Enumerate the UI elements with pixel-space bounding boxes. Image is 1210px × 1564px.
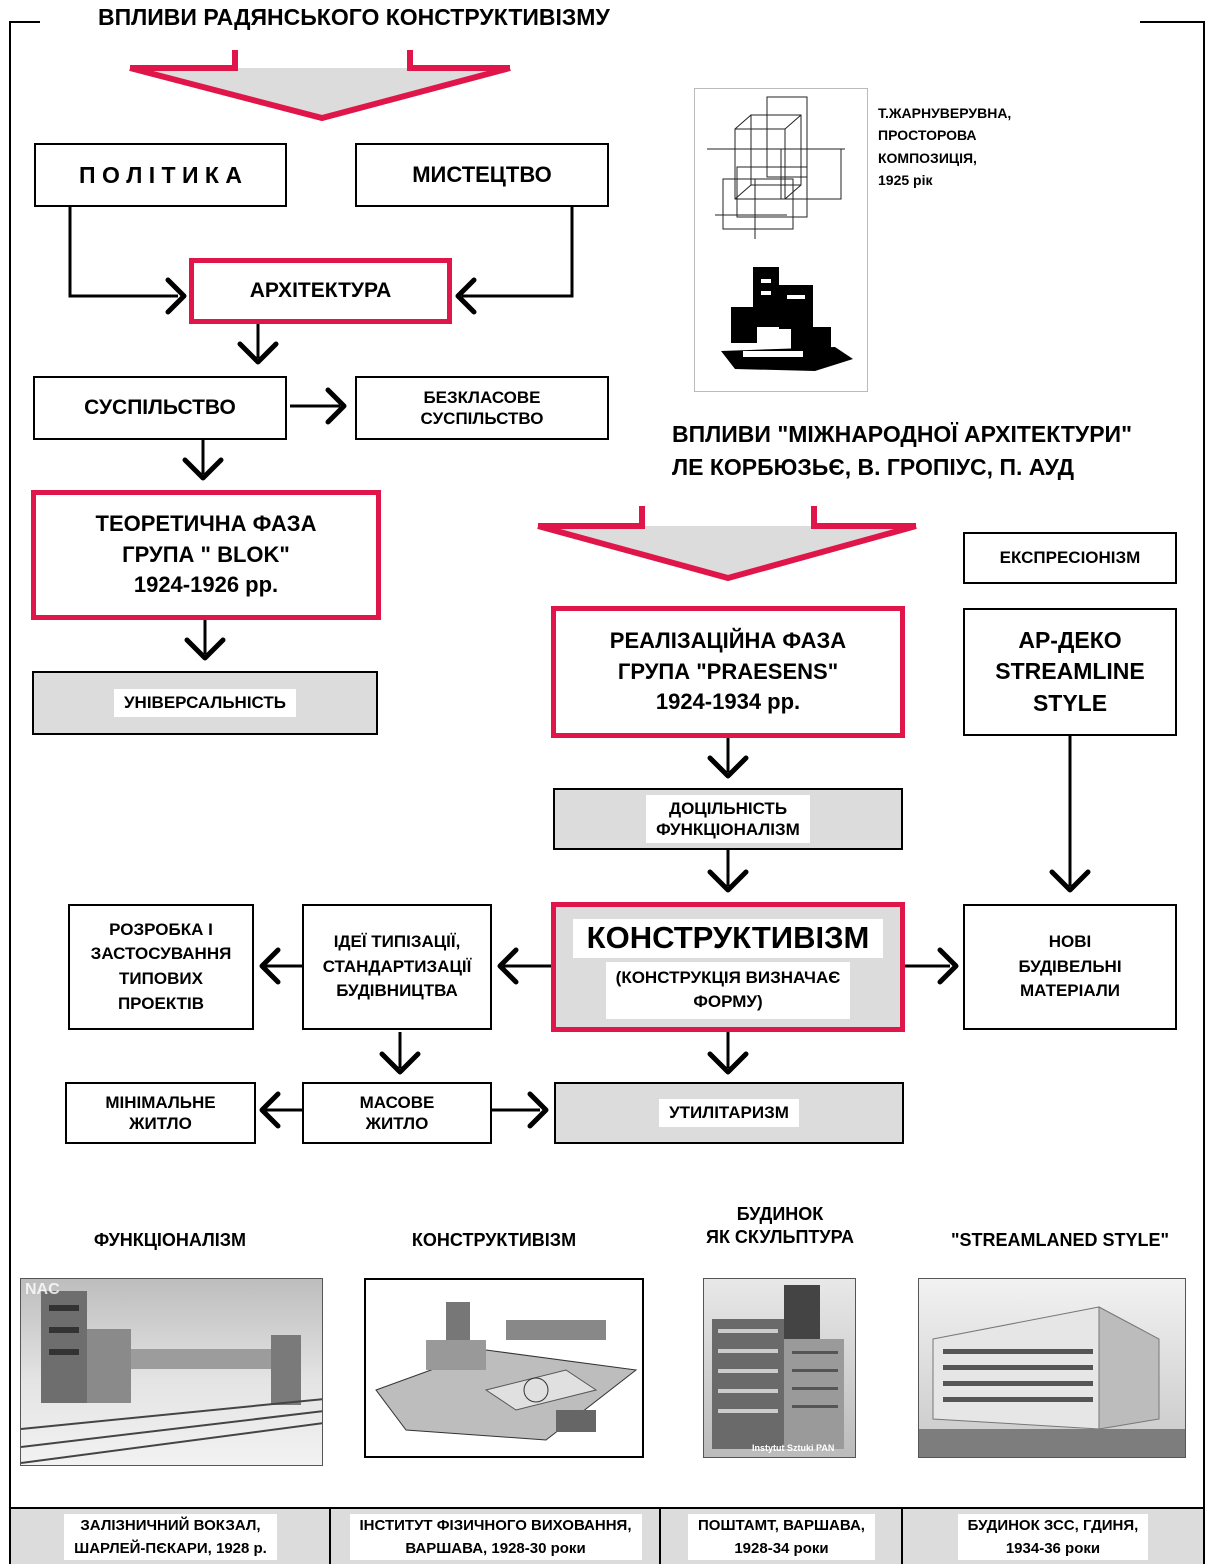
photo-post-office: Instytut Sztuki PAN <box>703 1278 856 1458</box>
caption-institute-text: ІНСТИТУТ ФІЗИЧНОГО ВИХОВАННЯ, ВАРШАВА, 1… <box>349 1513 642 1561</box>
node-ideyi-typizatsiyi: ІДЕЇ ТИПІЗАЦІЇ, СТАНДАРТИЗАЦІЇ БУДІВНИЦТ… <box>302 904 492 1030</box>
node-mystetstvo: МИСТЕЦТВО <box>355 143 609 207</box>
node-minimalne-zhytlo: МІНІМАЛЬНЕ ЖИТЛО <box>65 1082 256 1144</box>
railway-station-image <box>21 1291 322 1464</box>
zss-building-image <box>919 1306 1185 1457</box>
photo-institute <box>364 1278 644 1458</box>
international-title: ВПЛИВИ "МІЖНАРОДНОЇ АРХІТЕКТУРИ" ЛЕ КОРБ… <box>672 421 1132 481</box>
node-universalnist: УНІВЕРСАЛЬНІСТЬ <box>32 671 378 735</box>
photo-zss-building <box>918 1278 1186 1458</box>
institute-model-image <box>375 1302 638 1441</box>
node-konstruktyvizm-subtitle: (КОНСТРУКЦІЯ ВИЗНАЧАЄ ФОРМУ) <box>605 961 851 1020</box>
node-dotsilnist-label: ДОЦІЛЬНІСТЬ ФУНКЦІОНАЛІЗМ <box>646 794 810 844</box>
influence-arrow-soviet <box>129 50 511 122</box>
photo-watermark-instytut: Instytut Sztuki PAN <box>752 1443 835 1453</box>
gallery-label-4: "STREAMLANED STYLE" <box>950 1230 1170 1250</box>
node-rozrobka: РОЗРОБКА І ЗАСТОСУВАННЯ ТИПОВИХ ПРОЕКТІВ <box>68 904 254 1030</box>
node-utylitaryzm-label: УТИЛІТАРИЗМ <box>659 1099 799 1127</box>
node-dotsilnist: ДОЦІЛЬНІСТЬ ФУНКЦІОНАЛІЗМ <box>553 788 903 850</box>
gallery-label-2: КОНСТРУКТИВІЗМ <box>411 1230 577 1250</box>
gallery-label-1: ФУНКЦІОНАЛІЗМ <box>93 1230 247 1250</box>
caption-railway-station: ЗАЛІЗНИЧНИЙ ВОКЗАЛ, ШАРЛЕЙ-ПЄКАРИ, 1928 … <box>12 1510 329 1564</box>
page-title: ВПЛИВИ РАДЯНСЬКОГО КОНСТРУКТИВІЗМУ <box>92 4 616 31</box>
caption-post-office: ПОШТАМТ, ВАРШАВА, 1928-34 роки <box>662 1510 901 1564</box>
influence-arrow-international <box>537 506 917 582</box>
node-teoretychna-faza: ТЕОРЕТИЧНА ФАЗА ГРУПА " BLOK" 1924-1926 … <box>31 490 381 620</box>
node-bezklasove: БЕЗКЛАСОВЕ СУСПІЛЬСТВО <box>355 376 609 440</box>
photo-railway-station: NAC <box>20 1278 323 1466</box>
node-polityka: П О Л І Т И К А <box>34 143 287 207</box>
node-suspilstvo: СУСПІЛЬСТВО <box>33 376 287 440</box>
node-masove-zhytlo: МАСОВЕ ЖИТЛО <box>302 1082 492 1144</box>
sketch-caption: Т.ЖАРНУВЕРУВНА, ПРОСТОРОВА КОМПОЗИЦІЯ, 1… <box>878 105 1012 189</box>
node-ekspresionizm: ЕКСПРЕСІОНІЗМ <box>963 532 1177 584</box>
caption-post-office-text: ПОШТАМТ, ВАРШАВА, 1928-34 роки <box>688 1513 875 1561</box>
caption-institute: ІНСТИТУТ ФІЗИЧНОГО ВИХОВАННЯ, ВАРШАВА, 1… <box>332 1510 659 1564</box>
gallery-label-3: БУДИНОК ЯК СКУЛЬПТУРА <box>706 1204 854 1248</box>
node-realizatsiina-faza: РЕАЛІЗАЦІЙНА ФАЗА ГРУПА "PRAESENS" 1924-… <box>551 606 905 738</box>
caption-zss-building: БУДИНОК ЗСС, ГДИНЯ, 1934-36 роки <box>904 1510 1202 1564</box>
node-ar-deko: АР-ДЕКО STREAMLINE STYLE <box>963 608 1177 736</box>
post-office-image <box>712 1285 844 1449</box>
caption-railway-station-text: ЗАЛІЗНИЧНИЙ ВОКЗАЛ, ШАРЛЕЙ-ПЄКАРИ, 1928 … <box>64 1513 277 1561</box>
node-arkhitektura: АРХІТЕКТУРА <box>189 258 452 324</box>
node-novi-materialy: НОВІ БУДІВЕЛЬНІ МАТЕРІАЛИ <box>963 904 1177 1030</box>
node-konstruktyvizm-title: КОНСТРУКТИВІЗМ <box>572 919 884 958</box>
caption-zss-building-text: БУДИНОК ЗСС, ГДИНЯ, 1934-36 роки <box>957 1513 1149 1561</box>
node-utylitaryzm: УТИЛІТАРИЗМ <box>554 1082 904 1144</box>
photo-watermark-nac: NAC <box>25 1281 60 1298</box>
spatial-composition-drawing <box>707 96 853 371</box>
node-universalnist-label: УНІВЕРСАЛЬНІСТЬ <box>113 689 297 717</box>
node-konstruktyvizm: КОНСТРУКТИВІЗМ (КОНСТРУКЦІЯ ВИЗНАЧАЄ ФОР… <box>551 902 905 1032</box>
sketch-figure <box>694 88 868 392</box>
